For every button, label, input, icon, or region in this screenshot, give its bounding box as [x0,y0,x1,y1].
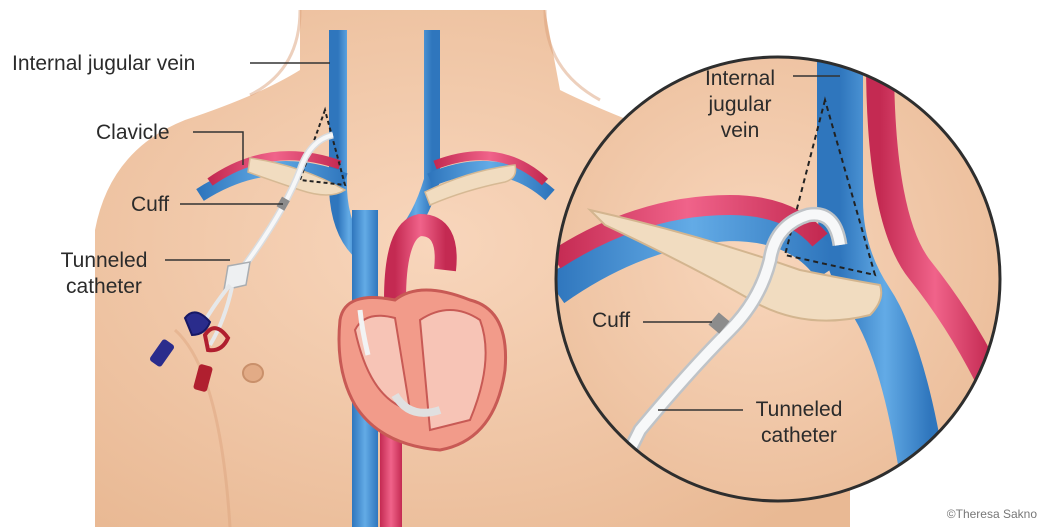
inset-label-internal-line1: Internal [689,66,791,92]
inset-label-internal-line3: vein [689,118,791,144]
inset-label-tunneled-catheter-line2: catheter [743,423,855,449]
inset-label-cuff: Cuff [592,308,630,334]
inset-label-internal-line2: jugular [689,92,791,118]
copyright-credit: ©Theresa Sakno [947,507,1037,521]
label-clavicle: Clavicle [96,120,170,146]
label-tunneled-catheter-line1: Tunneled [47,248,161,274]
label-internal-jugular-vein: Internal jugular vein [12,51,195,77]
inset-label-internal-jugular-vein: Internal jugular vein [689,66,791,144]
label-tunneled-catheter: Tunneled catheter [47,248,161,300]
inset-label-tunneled-catheter: Tunneled catheter [743,397,855,449]
inset-label-tunneled-catheter-line1: Tunneled [743,397,855,423]
label-cuff: Cuff [131,192,169,218]
nipple [243,364,263,382]
label-tunneled-catheter-line2: catheter [47,274,161,300]
